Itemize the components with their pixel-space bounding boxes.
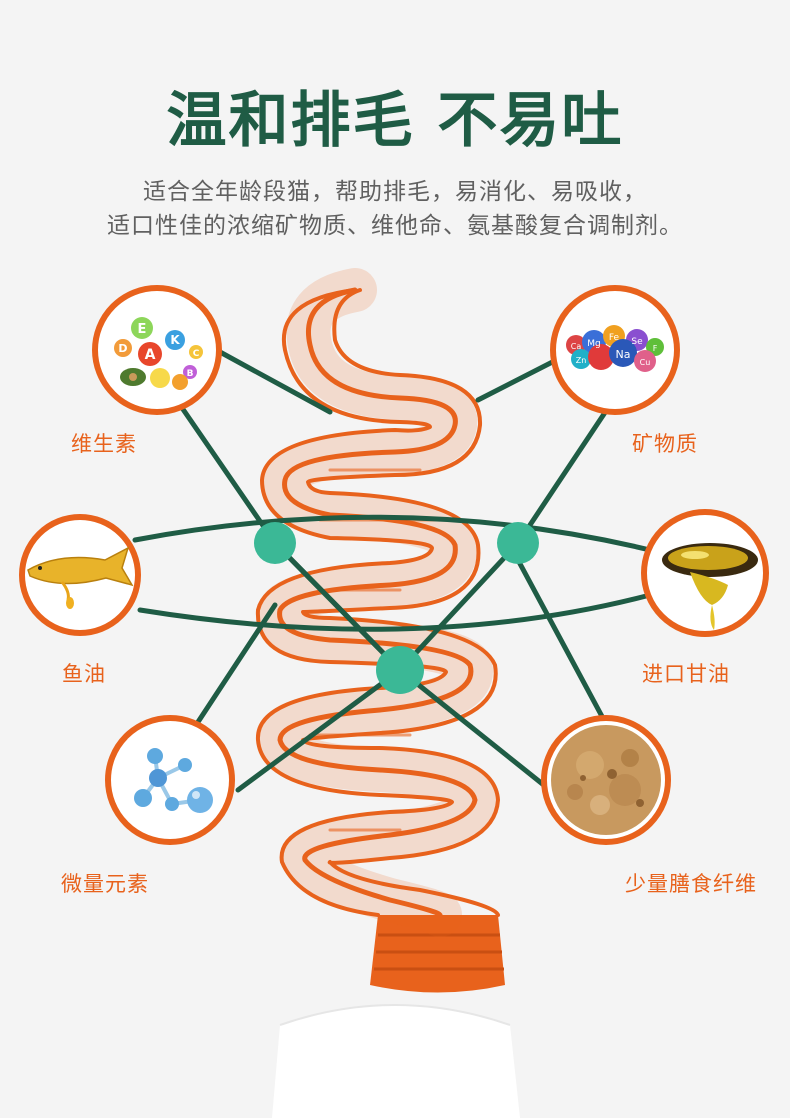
mineral-symbol: F: [653, 344, 658, 353]
mineral-symbol: Ca: [571, 342, 582, 351]
fish-oil-icon: [19, 514, 141, 636]
mineral-symbol: Na: [616, 348, 631, 361]
vitamin-letter: A: [145, 347, 156, 363]
connector-node: [497, 522, 539, 564]
mineral-symbol: Fe: [609, 333, 620, 343]
mineral-symbol: Mg: [587, 339, 600, 349]
trace-elements-icon: [105, 715, 235, 845]
description-line-2: 适口性佳的浓缩矿物质、维他命、氨基酸复合调制剂。: [107, 213, 683, 239]
headline: 温和排毛 不易吐: [166, 86, 624, 156]
vitamin-letter: E: [138, 322, 147, 337]
ingredient-label-trace-elements: 微量元素: [61, 872, 149, 896]
intestine-illustration: [255, 268, 500, 937]
mineral-symbol: Se: [631, 337, 643, 347]
vitamin-letter: B: [187, 369, 194, 379]
description-line-1: 适合全年龄段猫，帮助排毛，易消化、易吸收，: [143, 179, 647, 205]
tube-icon: [272, 915, 520, 1118]
ingredient-label-minerals: 矿物质: [632, 432, 698, 456]
mineral-symbol: Zn: [576, 356, 587, 365]
vitamin-letter: C: [193, 349, 200, 359]
vitamin-letter: D: [118, 342, 127, 355]
mineral-symbol: Cu: [640, 358, 651, 367]
glycerin-icon: [641, 509, 769, 637]
minerals-icon: Ca Mg Fe Se Na Zn Cu F: [550, 285, 680, 415]
ingredient-label-fish-oil: 鱼油: [62, 662, 106, 686]
ingredient-label-glycerin: 进口甘油: [642, 662, 730, 686]
ingredient-label-vitamins: 维生素: [71, 432, 137, 456]
vitamin-letter: K: [170, 333, 180, 347]
dietary-fiber-icon: [541, 715, 671, 845]
vitamins-icon: E D A K C B: [92, 285, 222, 415]
connector-node: [376, 646, 424, 694]
ingredient-label-dietary-fiber: 少量膳食纤维: [625, 872, 757, 896]
connector-lines: [132, 349, 653, 793]
connector-node: [254, 522, 296, 564]
